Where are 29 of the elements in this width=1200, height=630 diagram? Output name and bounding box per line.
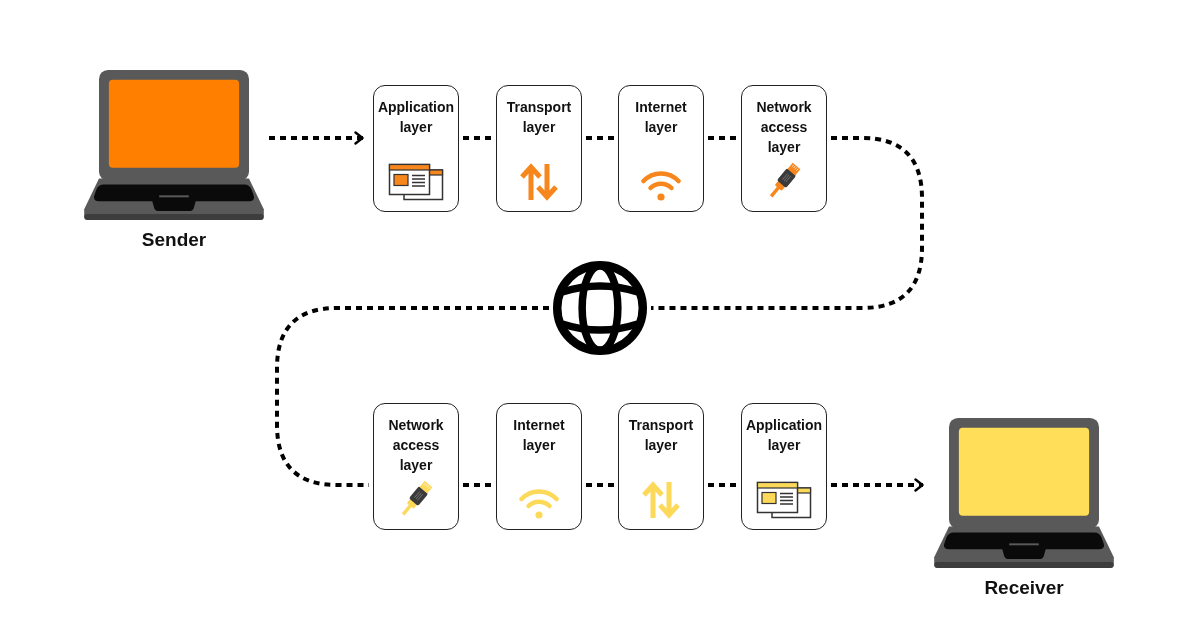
device-label: Receiver <box>984 576 1064 600</box>
layer-box <box>741 85 827 212</box>
layer-label: Application layer <box>377 98 455 137</box>
dotted-arrow <box>269 131 364 145</box>
dotted-line <box>708 136 737 140</box>
layer-label: Transport layer <box>505 98 573 137</box>
layer-box <box>373 85 459 212</box>
layer-box <box>618 85 704 212</box>
dotted-line <box>463 483 492 487</box>
layer-label: Transport layer <box>627 416 695 455</box>
layer-label: Network access layer <box>755 98 813 157</box>
dotted-line <box>586 136 614 140</box>
layer-box <box>496 85 582 212</box>
dotted-line <box>586 483 614 487</box>
layer-box <box>496 403 582 530</box>
layer-label: Application layer <box>745 416 823 455</box>
layer-label: Internet layer <box>634 98 688 137</box>
dotted-line <box>275 306 549 487</box>
layer-box <box>618 403 704 530</box>
layer-label: Internet layer <box>512 416 566 455</box>
layer-box <box>373 403 459 530</box>
layer-box <box>741 403 827 530</box>
device-label: Sender <box>141 228 207 252</box>
dotted-line <box>651 136 924 310</box>
layer-label: Network access layer <box>387 416 445 475</box>
globe-icon <box>553 261 647 355</box>
dotted-arrow <box>831 478 924 492</box>
dotted-line <box>463 136 492 140</box>
dotted-line <box>708 483 737 487</box>
